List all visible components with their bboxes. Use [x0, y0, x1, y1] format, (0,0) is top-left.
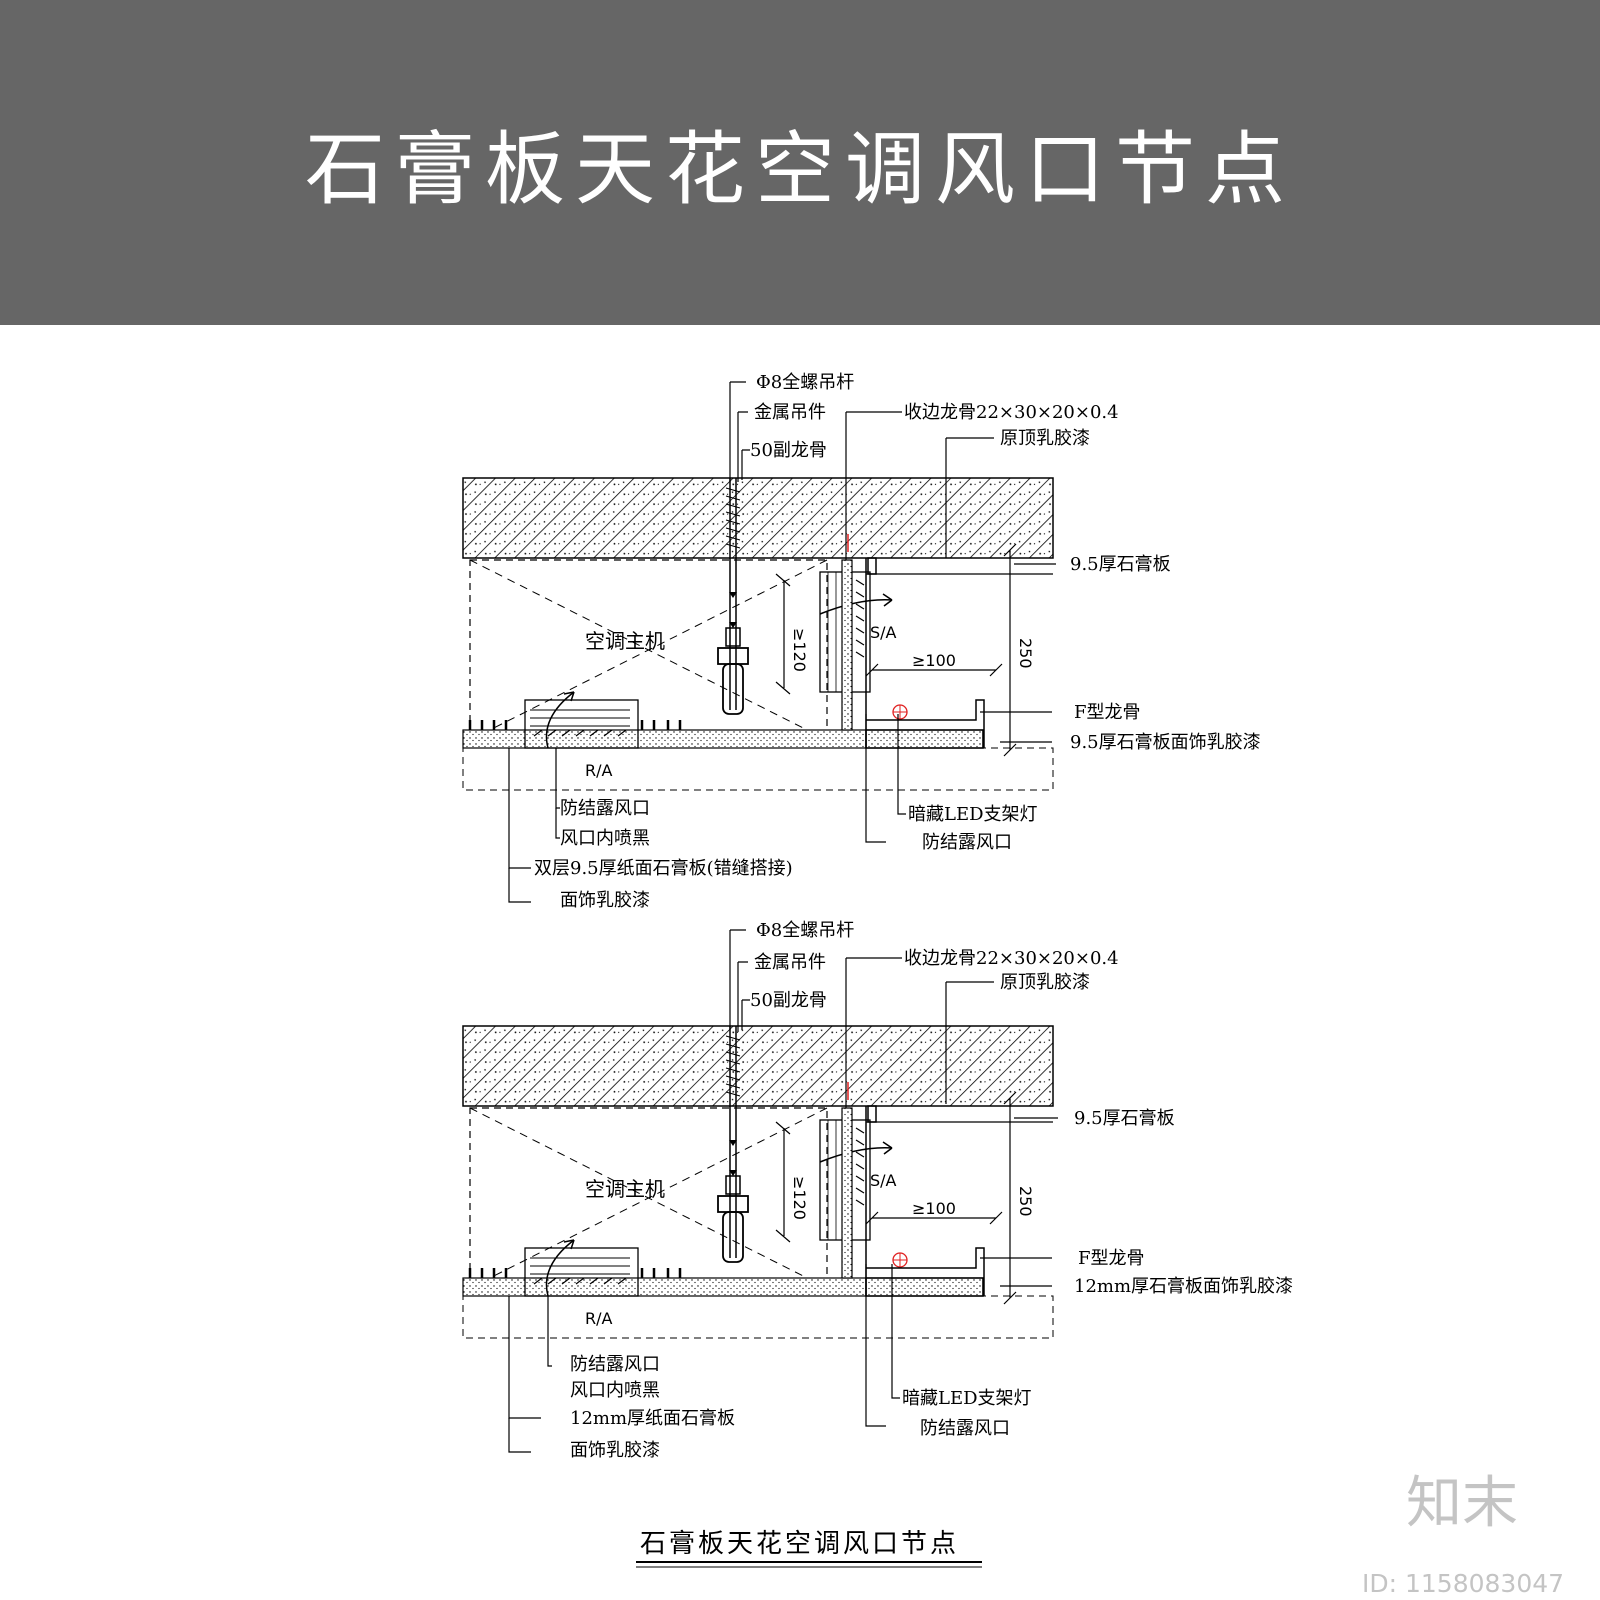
- label-orig-paint: 原顶乳胶漆: [1000, 972, 1090, 993]
- label-hanger: 金属吊件: [754, 952, 826, 973]
- return-label: R/A: [585, 761, 613, 780]
- return-label: R/A: [585, 1309, 613, 1328]
- labels-top: Φ8全螺吊杆 金属吊件 50副龙骨 收边龙骨22×30×20×0.4 原顶乳胶漆…: [534, 372, 1261, 911]
- caption: 石膏板天花空调风口节点: [640, 1529, 959, 1559]
- dim-100: ≥100: [912, 1199, 956, 1218]
- label-vent-black: 风口内喷黑: [560, 828, 650, 849]
- label-led-light: 暗藏LED支架灯: [902, 1388, 1032, 1409]
- label-gypsum-board: 9.5厚石膏板: [1074, 1107, 1175, 1129]
- label-vent-black: 风口内喷黑: [570, 1380, 660, 1401]
- detail-bottom: 空调主机 S/A R/A ≥120 ≥100 250: [461, 1024, 1055, 1340]
- dim-100: ≥100: [912, 651, 956, 670]
- label-face-paint: 面饰乳胶漆: [570, 1440, 660, 1461]
- label-anti-cond-vent-2: 防结露风口: [920, 1418, 1010, 1439]
- label-board-paint: 9.5厚石膏板面饰乳胶漆: [1070, 731, 1261, 753]
- detail-top: 空调主机 S/A R/A ≥120 ≥100 250: [461, 476, 1055, 792]
- dim-120: ≥120: [790, 1176, 809, 1220]
- dim-250: 250: [1016, 638, 1035, 669]
- id-text: ID: 1158083047: [1362, 1569, 1564, 1598]
- label-rod: Φ8全螺吊杆: [756, 372, 854, 393]
- label-sub-keel: 50副龙骨: [750, 990, 827, 1011]
- supply-label: S/A: [870, 1171, 897, 1190]
- label-board-paint: 12mm厚石膏板面饰乳胶漆: [1074, 1275, 1293, 1297]
- brand-logo: 知末: [1406, 1471, 1518, 1536]
- label-face-paint: 面饰乳胶漆: [560, 890, 650, 911]
- label-edge-keel: 收边龙骨22×30×20×0.4: [904, 402, 1119, 423]
- label-anti-cond-vent: 防结露风口: [570, 1354, 660, 1375]
- labels-bottom: Φ8全螺吊杆 金属吊件 50副龙骨 收边龙骨22×30×20×0.4 原顶乳胶漆…: [570, 920, 1293, 1461]
- dim-250: 250: [1016, 1186, 1035, 1217]
- label-double-board: 双层9.5厚纸面石膏板(错缝搭接): [534, 857, 793, 879]
- banner-title: 石膏板天花空调风口节点: [305, 123, 1295, 216]
- label-anti-cond-vent: 防结露风口: [560, 798, 650, 819]
- label-led-light: 暗藏LED支架灯: [908, 804, 1038, 825]
- title-banner: 石膏板天花空调风口节点: [0, 0, 1600, 325]
- dim-120: ≥120: [790, 628, 809, 672]
- label-sub-keel: 50副龙骨: [750, 440, 827, 461]
- label-anti-cond-vent-2: 防结露风口: [922, 832, 1012, 853]
- ac-unit-label: 空调主机: [585, 1177, 665, 1201]
- label-edge-keel: 收边龙骨22×30×20×0.4: [904, 948, 1119, 969]
- supply-label: S/A: [870, 623, 897, 642]
- label-orig-paint: 原顶乳胶漆: [1000, 428, 1090, 449]
- label-f-keel: F型龙骨: [1074, 702, 1141, 723]
- label-f-keel: F型龙骨: [1078, 1248, 1145, 1269]
- label-hanger: 金属吊件: [754, 402, 826, 423]
- leaders-bottom: [508, 929, 1058, 1453]
- label-gypsum-board: 9.5厚石膏板: [1070, 553, 1171, 575]
- label-rod: Φ8全螺吊杆: [756, 920, 854, 941]
- label-double-board: 12mm厚纸面石膏板: [570, 1407, 735, 1429]
- ac-unit-label: 空调主机: [585, 629, 665, 653]
- leaders-top: [508, 381, 1056, 903]
